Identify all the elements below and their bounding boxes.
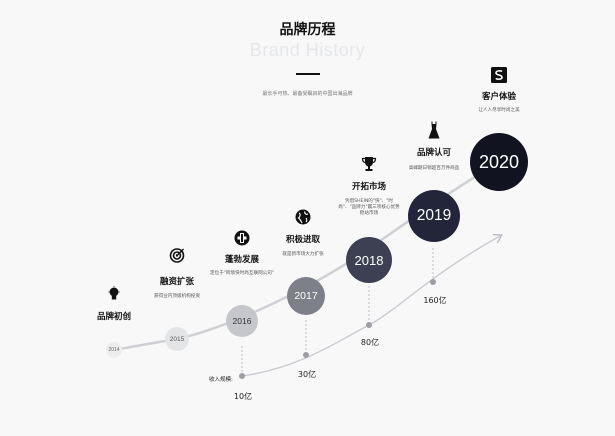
year-label: 2016: [232, 316, 252, 326]
milestone-caption-2016: 定位于"跨境快时尚互联网公司": [210, 271, 274, 276]
revenue-dot-2018: [366, 322, 372, 328]
year-circle-2017: 2017: [287, 277, 325, 315]
milestone-title-2014: 品牌初创: [96, 312, 132, 322]
dress-icon: [428, 121, 440, 139]
revenue-dot-2019: [430, 279, 436, 285]
milestone-caption-2020: 让人人尽享时尚之美: [478, 108, 520, 113]
milestone-caption-2015: 获得业内顶级机构投资: [154, 294, 200, 299]
revenue-value-2019: 160亿: [423, 296, 447, 305]
milestone-title-2015: 融资扩张: [159, 277, 195, 287]
year-label: 2020: [478, 151, 520, 172]
year-label: 2019: [416, 207, 452, 224]
milestone-title-2018: 开拓市场: [351, 182, 387, 192]
year-circle-2019: 2019: [408, 190, 460, 242]
milestone-title-2020: 客户体验: [481, 92, 517, 102]
year-circle-2020: 2020: [470, 133, 528, 191]
title-divider: [296, 73, 320, 75]
milestone-caption-2017: 就是新市场大力扩张: [282, 252, 324, 257]
revenue-label: 收入规模:: [209, 377, 233, 383]
milestone-title-2017: 积极进取: [285, 235, 321, 245]
milestone-title-2016: 蓬勃发展: [224, 255, 260, 265]
revenue-value-2017: 30亿: [297, 370, 317, 379]
year-circle-2016: 2016: [226, 305, 258, 337]
milestone-title-2019: 品牌认可: [416, 148, 452, 158]
year-label: 2014: [108, 347, 120, 353]
year-label: 2018: [354, 252, 384, 268]
revenue-dot-2017: [303, 352, 309, 358]
revenue-value-2018: 80亿: [360, 338, 380, 347]
target-icon: [169, 248, 185, 263]
year-label: 2015: [169, 335, 185, 343]
milestone-caption-2018: 凭借SHEIN的"快"、"时尚"、"品牌力"赢三项核心优势稳站市场: [338, 199, 400, 217]
milestone-caption-2019: 高峰期日销超百万件商品: [408, 166, 460, 171]
shein-logo-icon: [491, 67, 507, 83]
globe-icon: [295, 209, 311, 225]
lightbulb-icon: [108, 286, 120, 301]
year-circle-2015: 2015: [165, 327, 189, 351]
year-label: 2017: [294, 290, 318, 302]
page-title: 品牌历程: [279, 22, 336, 38]
page-subtitle-en: Brand History: [249, 40, 366, 60]
year-circle-2018: 2018: [346, 237, 392, 283]
revenue-dot-2016: [239, 373, 245, 379]
page-description: 最长手可热、最备受瞩目的中国出海品牌: [262, 91, 353, 97]
revenue-value-2016: 10亿: [233, 392, 253, 401]
year-circle-2014: 2014: [106, 342, 122, 358]
hydrant-icon: [234, 230, 250, 246]
trophy-icon: [361, 156, 377, 172]
